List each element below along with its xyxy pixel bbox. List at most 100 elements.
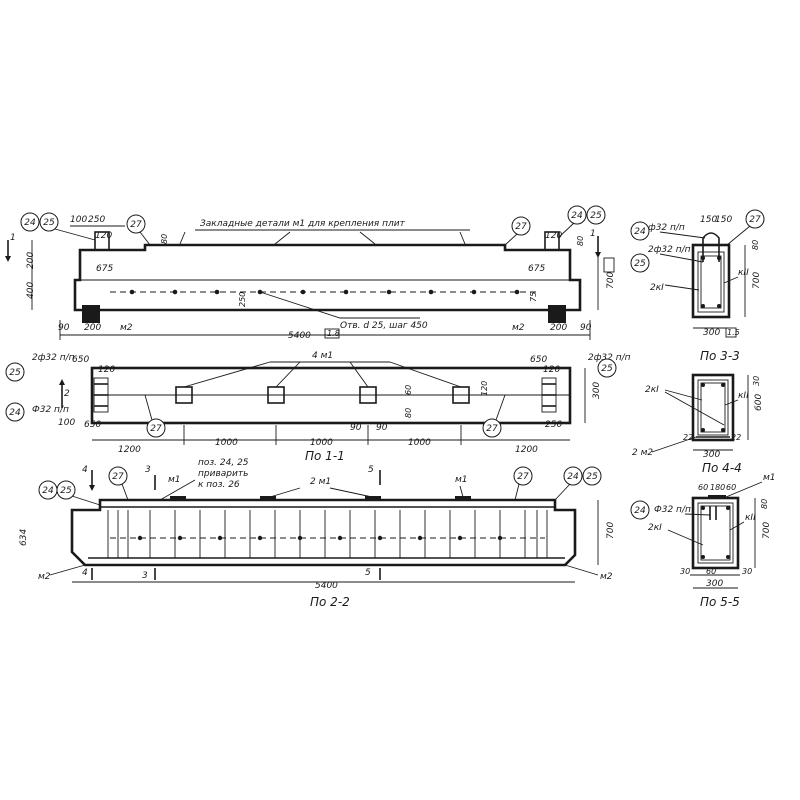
section-note-3: к поз. 26 <box>198 480 240 490</box>
s33-rebar-2: 2ф32 п/п <box>648 245 691 255</box>
section-view-2-2: поз. 24, 25 приварить к поз. 26 м1 2 м1 … <box>19 458 616 609</box>
dim-22a: 22 <box>683 433 693 442</box>
bubble-25: 25 <box>634 259 646 269</box>
dim-300-s55: 300 <box>706 579 723 589</box>
dim-650-right: 650 <box>530 355 547 365</box>
dim-30b: 30 <box>742 567 752 576</box>
dim-30-s44: 30 <box>752 376 761 386</box>
cut-4-top: 4 <box>82 465 88 475</box>
dim-300-plan: 300 <box>592 382 602 399</box>
dim-675-right: 675 <box>528 264 545 274</box>
section-title-5-5: По 5-5 <box>700 595 740 609</box>
plan-rebar-right: 2ф32 п/п <box>588 353 631 363</box>
cut-4-bottom: 4 <box>82 568 88 578</box>
section-m2-right: м2 <box>600 572 613 582</box>
dim-90: 90 <box>350 423 362 433</box>
mark-m2-left: м2 <box>120 323 133 333</box>
section-m1: м1 <box>168 475 181 485</box>
dim-100-plan: 100 <box>58 418 75 428</box>
elevation-view: Закладные детали м1 для крепления плит О… <box>5 215 616 341</box>
s44-m2: 2 м2 <box>632 448 653 458</box>
plan-rebar-left-2: Ф32 п/п <box>32 405 69 415</box>
bubble-24: 24 <box>634 506 646 516</box>
dim-300-s33: 300 <box>703 328 720 338</box>
plan-view-1-1: 4 м1 1200 1000 1000 1000 1200 90 90 650 … <box>32 351 631 463</box>
scale-tag-elev-text: 1.8 <box>327 329 340 338</box>
dim-675: 675 <box>96 264 113 274</box>
bubble-25: 25 <box>60 486 72 496</box>
s33-kI: 2кI <box>650 283 664 293</box>
dim-1000: 1000 <box>215 438 238 448</box>
cut-5-top: 5 <box>368 465 374 475</box>
elevation-holes <box>129 289 520 295</box>
dim-650: 650 <box>72 355 89 365</box>
s33-kII: кII <box>738 268 749 278</box>
bubble-25: 25 <box>9 368 21 378</box>
section-2m1: 2 м1 <box>310 477 331 487</box>
section-m1-right: м1 <box>455 475 468 485</box>
dim-22b: 22 <box>731 433 741 442</box>
section-view-5-5: 700 80 60 180 60 30 60 30 300 Ф32 п/п 2к… <box>648 473 776 609</box>
bubble-24: 24 <box>634 227 646 237</box>
plan-title: По 1-1 <box>305 449 345 463</box>
s55-bubbles: 24 <box>630 500 650 520</box>
elevation-note: Закладные детали м1 для крепления плит <box>200 219 406 229</box>
scale-tag-elev-r <box>603 257 615 273</box>
cut-3-top: 3 <box>145 465 151 475</box>
section-note-2: приварить <box>198 469 248 479</box>
s33-rebar-1: ф32 п/п <box>648 223 685 233</box>
dim-5400-elev: 5400 <box>288 331 311 341</box>
dim-120-v: 120 <box>480 381 489 396</box>
dim-250-v: 250 <box>238 292 247 307</box>
scale-tag-s33: 1.5 <box>727 328 740 337</box>
bubble-24: 24 <box>567 472 579 482</box>
plan-rebar-left: 2ф32 п/п <box>32 353 75 363</box>
dim-75: 75 <box>529 292 538 302</box>
bubble-24: 24 <box>24 218 36 228</box>
dim-60b: 60 <box>726 483 736 492</box>
dim-1200: 1200 <box>118 445 141 455</box>
section-title-4-4: По 4-4 <box>702 461 742 475</box>
dim-80-right: 80 <box>576 236 585 246</box>
bubble-27: 27 <box>130 220 142 230</box>
cut-3-bottom: 3 <box>142 571 148 581</box>
dim-1000: 1000 <box>310 438 333 448</box>
s33-bubbles: 24 25 27 <box>630 209 765 273</box>
bubble-25: 25 <box>590 211 602 221</box>
dim-634: 634 <box>19 529 29 546</box>
dim-60a: 60 <box>698 483 708 492</box>
cut-1-right: 1 <box>590 229 596 239</box>
dim-90-left: 90 <box>58 323 70 333</box>
dim-1000: 1000 <box>408 438 431 448</box>
dim-30a: 30 <box>680 567 690 576</box>
section-holes <box>137 535 503 541</box>
plan-m1-label: 4 м1 <box>312 351 333 361</box>
bubble-24: 24 <box>42 486 54 496</box>
scale-tag-elev <box>324 328 340 339</box>
cut-1-left: 1 <box>10 233 16 243</box>
holes-note: Отв. d 25, шаг 450 <box>340 321 428 331</box>
bubble-25: 25 <box>601 364 613 374</box>
dim-120-plan: 120 <box>98 365 115 375</box>
s55-m1: м1 <box>763 473 776 483</box>
bubble-25: 25 <box>586 472 598 482</box>
s44-kII: кII <box>738 391 749 401</box>
dim-180: 180 <box>710 483 725 492</box>
dim-100: 100 <box>70 215 87 225</box>
bubble-27: 27 <box>515 222 527 232</box>
s55-rebar: Ф32 п/п <box>654 505 691 515</box>
dim-90: 90 <box>376 423 388 433</box>
bubble-24: 24 <box>571 211 583 221</box>
section-view-3-3: 300 1.5 700 150 150 80 ф32 п/п 2ф32 п/п … <box>648 215 762 363</box>
bubble-27: 27 <box>486 424 498 434</box>
dim-120: 120 <box>95 231 112 241</box>
dim-90-right: 90 <box>580 323 592 333</box>
dim-700-elev: 700 <box>606 272 616 289</box>
dim-700-s55: 700 <box>762 522 772 539</box>
section-title-2-2: По 2-2 <box>310 595 350 609</box>
dim-700-section: 700 <box>606 522 616 539</box>
bubble-27: 27 <box>150 424 162 434</box>
dim-120-right: 120 <box>545 231 562 241</box>
cut-5-bottom: 5 <box>365 568 371 578</box>
dim-150a: 150 <box>700 215 717 225</box>
